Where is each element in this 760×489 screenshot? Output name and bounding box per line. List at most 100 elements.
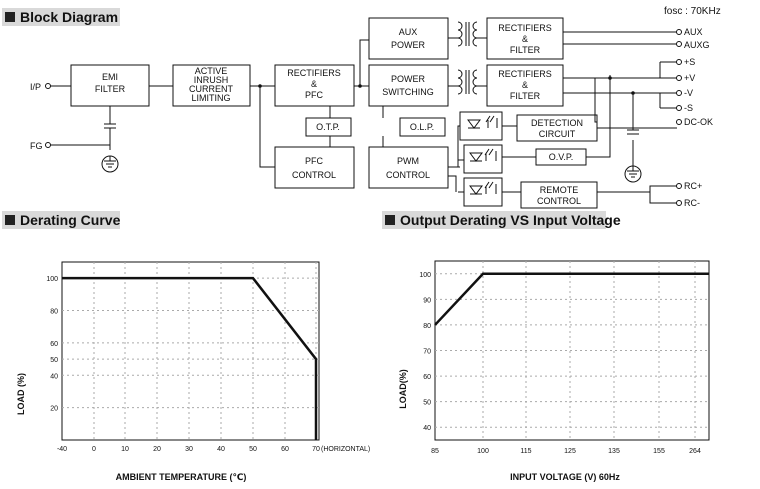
rect-out-label-2: &	[522, 80, 528, 90]
chart1-ytick-label: 80	[50, 309, 58, 316]
rect-pfc-label-1: RECTIFIERS	[287, 68, 341, 78]
pwm-control-block	[368, 146, 449, 189]
terminal-aux: AUX	[684, 27, 703, 37]
output-derating-title-text: Output Derating VS Input Voltage	[400, 212, 621, 228]
aux-power-label-1: AUX	[399, 27, 418, 37]
chart1-xtick-label: 10	[121, 446, 129, 453]
transformer-aux-icon	[457, 21, 478, 47]
inrush-block	[172, 64, 251, 107]
chart1-xtick-label: 70	[312, 446, 320, 453]
aux-power-block	[368, 17, 449, 60]
chart2-xtick-label: 264	[689, 448, 701, 455]
derating-curve-title-text: Derating Curve	[20, 212, 121, 228]
pfc-ctrl-label-2: CONTROL	[292, 170, 336, 180]
otp-label: O.T.P.	[316, 122, 340, 132]
olp-block	[399, 117, 446, 137]
inrush-label-1: ACTIVE	[195, 66, 228, 76]
terminal-circles	[676, 29, 682, 206]
pfc-control-block	[274, 146, 355, 189]
chart1-plot-area	[61, 261, 320, 441]
chart2-ytick-label: 50	[423, 400, 431, 407]
terminal-plus-s: +S	[684, 57, 695, 67]
chart1-xtick-horizontal: (HORIZONTAL)	[321, 446, 370, 453]
terminal-fg: FG	[30, 141, 43, 151]
chart2-xtick-label: 135	[608, 448, 620, 455]
chart1-xtick-label: 20	[153, 446, 161, 453]
emi-filter-block	[70, 64, 150, 107]
terminal-minus-s: -S	[684, 103, 693, 113]
chart2-xtick-label: 100	[477, 448, 489, 455]
remote-control-block	[520, 181, 598, 209]
rectifiers-pfc-block	[274, 64, 355, 107]
output-derating-title: Output Derating VS Input Voltage	[382, 211, 621, 229]
chart1-ytick-label: 40	[50, 373, 58, 380]
terminal-plus-v: +V	[684, 73, 695, 83]
terminal-rc-plus: RC+	[684, 181, 702, 191]
chart2-series-line	[434, 272, 709, 326]
chart2-ytick-label: 60	[423, 374, 431, 381]
optocoupler-3	[463, 177, 503, 207]
rect-out-label-1: RECTIFIERS	[498, 69, 552, 79]
chart2-ytick-label: 70	[423, 349, 431, 356]
power-sw-label-2: SWITCHING	[382, 87, 434, 97]
terminal-minus-v: -V	[684, 88, 693, 98]
derating-curve-title: Derating Curve	[2, 211, 120, 229]
rect-aux-label-1: RECTIFIERS	[498, 23, 552, 33]
rect-pfc-label-2: &	[311, 79, 317, 89]
emi-label-1: EMI	[102, 72, 118, 82]
terminal-dc-ok: DC-OK	[684, 117, 713, 127]
rect-aux-label-2: &	[522, 34, 528, 44]
terminal-ip: I/P	[30, 82, 41, 92]
inrush-label-3: CURRENT	[189, 84, 234, 94]
chart1-xtick-label: 0	[92, 446, 96, 453]
olp-label: O.L.P.	[410, 122, 434, 132]
inrush-label-4: LIMITING	[191, 93, 230, 103]
chart1-xtick-label: 50	[249, 446, 257, 453]
chart2-xtick-label: 115	[520, 448, 531, 455]
bullet-square-icon	[5, 215, 15, 225]
chart2-ylabel: LOAD(%)	[398, 369, 408, 409]
remote-label-1: REMOTE	[540, 185, 579, 195]
inrush-label-2: INRUSH	[194, 75, 229, 85]
chart1-series-line	[62, 276, 318, 440]
detection-label-1: DETECTION	[531, 118, 583, 128]
fosc-label: fosc : 70KHz	[664, 6, 721, 17]
rect-pfc-label-3: PFC	[305, 90, 324, 100]
bullet-square-icon	[385, 215, 395, 225]
optocoupler-2	[463, 144, 503, 174]
bullet-square-icon	[5, 12, 15, 22]
chart2-ytick-label: 100	[419, 272, 431, 279]
chart2-ytick-label: 40	[423, 425, 431, 432]
aux-power-label-2: POWER	[391, 40, 426, 50]
terminal-auxg: AUXG	[684, 40, 710, 50]
rectifiers-aux-block	[486, 17, 564, 60]
remote-label-2: CONTROL	[537, 196, 581, 206]
rectifiers-out-block	[486, 64, 564, 107]
pfc-ctrl-label-1: PFC	[305, 156, 324, 166]
ovp-label: O.V.P.	[549, 152, 574, 162]
chart1-xtick-label: 60	[281, 446, 289, 453]
pwm-label-2: CONTROL	[386, 170, 430, 180]
chart2-xtick-label: 125	[564, 448, 576, 455]
detection-label-2: CIRCUIT	[539, 129, 576, 139]
chart2-ytick-label: 90	[423, 297, 431, 304]
block-diagram-title-text: Block Diagram	[20, 9, 119, 25]
rect-aux-label-3: FILTER	[510, 45, 541, 55]
chart1-ytick-label: 20	[50, 406, 58, 413]
block-diagram: EMI FILTER ACTIVE INRUSH CURRENT LIMITIN…	[30, 17, 713, 209]
chart1-ytick-label: 100	[46, 276, 58, 283]
chart1-xlabel: AMBIENT TEMPERATURE (℃)	[116, 472, 247, 482]
chart1-xtick-label: -40	[57, 446, 67, 453]
otp-block	[305, 117, 352, 137]
pwm-label-1: PWM	[397, 156, 419, 166]
transformer-main-icon	[457, 69, 478, 95]
emi-label-2: FILTER	[95, 84, 126, 94]
chart2-xlabel: INPUT VOLTAGE (V) 60Hz	[510, 472, 620, 482]
rect-out-label-3: FILTER	[510, 91, 541, 101]
chart2-ytick-label: 80	[423, 323, 431, 330]
chart1-ytick-label: 50	[50, 357, 58, 364]
chart1-xtick-label: 40	[217, 446, 225, 453]
chart1-ylabel: LOAD (%)	[16, 373, 26, 415]
